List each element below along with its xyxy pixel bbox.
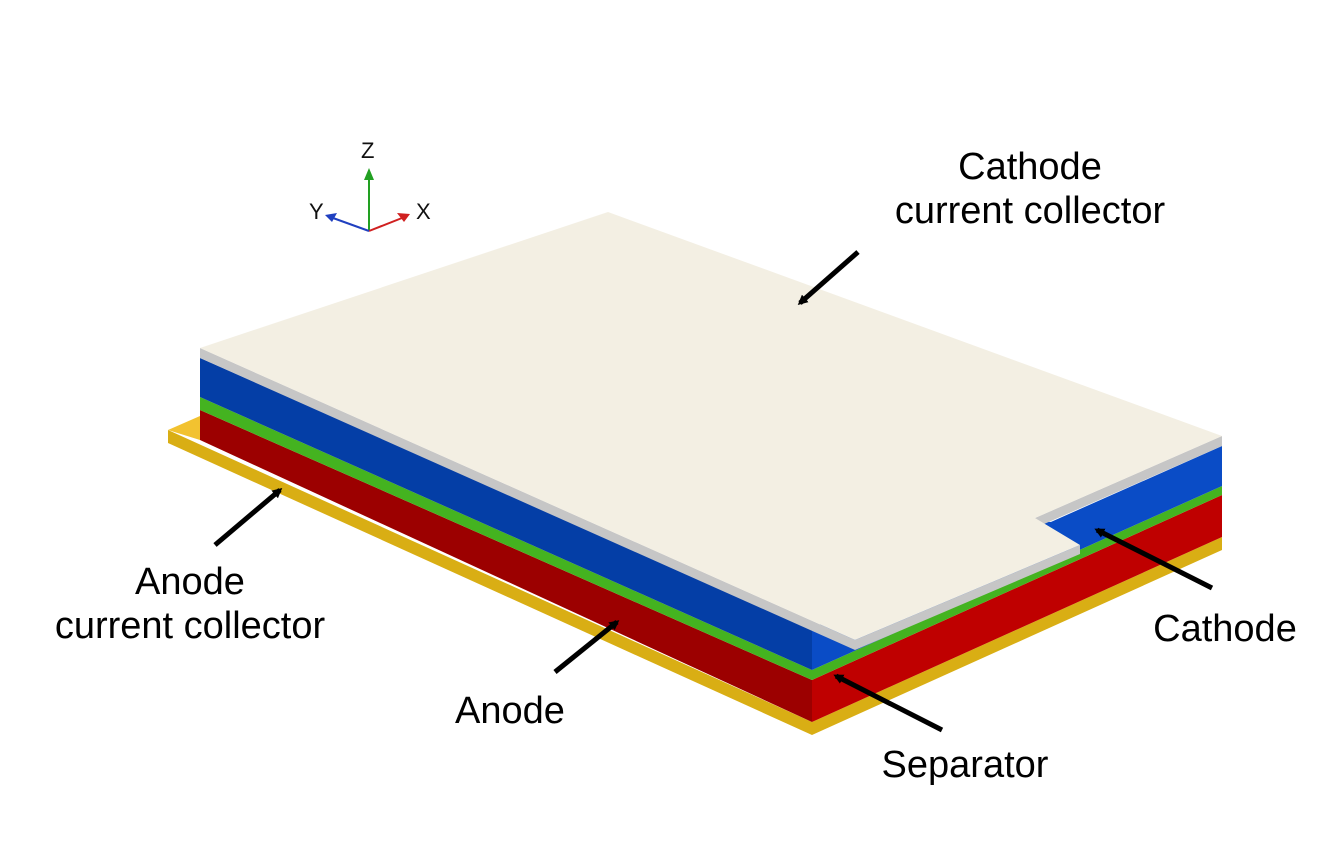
x-axis-arrow-icon [397, 213, 410, 222]
cathode-current-collector-arrow [797, 250, 860, 305]
z-axis-arrow-icon [364, 168, 374, 180]
cathode-label: Cathode [1153, 608, 1297, 650]
separator-side [812, 486, 1222, 680]
y-axis-label: Y [309, 199, 324, 224]
cathode-current-collector-label-line2: current collector [894, 190, 1166, 232]
x-axis-line [368, 217, 403, 232]
cathode-front [200, 358, 812, 670]
anode-current-collector-tab [168, 416, 200, 440]
anode-current-collector-label-line2: current collector [54, 605, 326, 647]
anode-side [812, 495, 1222, 722]
anode-label: Anode [455, 690, 565, 732]
cathode-current-collector-front-edge [200, 348, 855, 650]
axis-triad: Z Y X [309, 138, 431, 232]
separator-arrow [833, 673, 944, 733]
cathode-current-collector-label-line1: Cathode [958, 146, 1102, 188]
anode-arrow [553, 620, 620, 674]
anode-current-collector-label: Anode current collector [20, 560, 360, 648]
cathode-exposed-notch [1036, 521, 1096, 545]
anode-current-collector-arrow [213, 488, 283, 547]
y-axis-arrow-icon [325, 213, 337, 222]
y-axis-line [332, 217, 370, 232]
cathode-current-collector-side-edge [855, 545, 1080, 650]
separator-front [200, 397, 812, 680]
cathode-current-collector-right-edge [1035, 436, 1222, 528]
cathode-arrow [1094, 527, 1214, 591]
cathode-current-collector-top [200, 212, 1222, 640]
anode-current-collector-front [168, 430, 812, 735]
anode-current-collector-label-line1: Anode [135, 561, 245, 603]
x-axis-label: X [416, 199, 431, 224]
anode-current-collector-side [812, 537, 1222, 735]
cathode-current-collector-label: Cathode current collector [860, 145, 1200, 233]
z-axis-label: Z [361, 138, 374, 163]
separator-label: Separator [881, 744, 1049, 786]
anode-front [200, 410, 812, 722]
